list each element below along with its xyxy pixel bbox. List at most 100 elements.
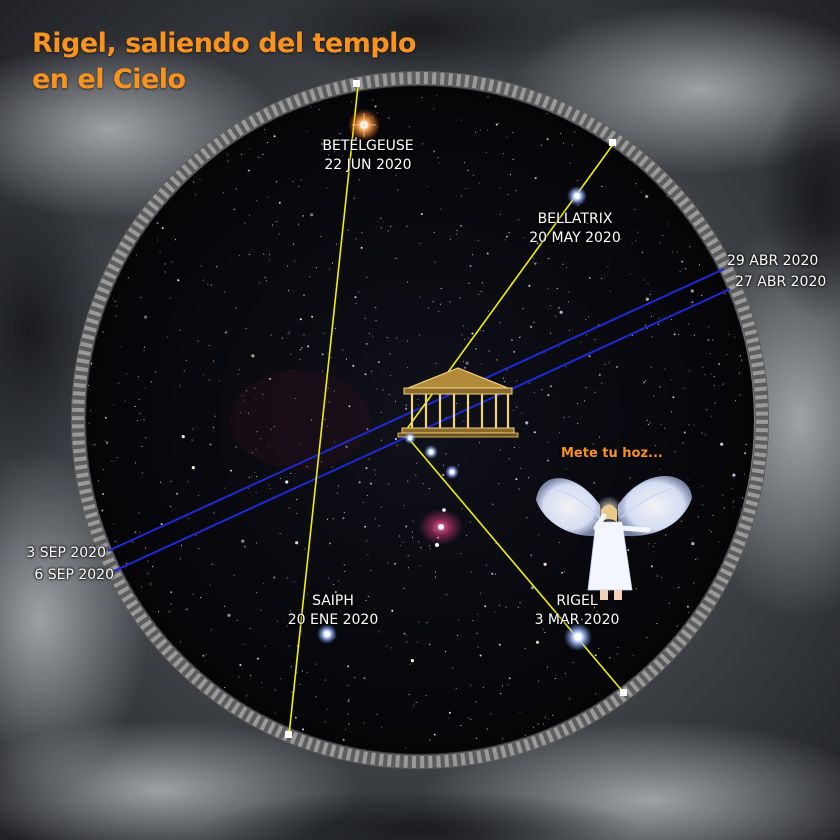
background-star <box>515 190 517 192</box>
background-star <box>193 181 195 183</box>
background-star <box>139 531 141 533</box>
background-star <box>629 477 631 479</box>
background-star <box>337 485 340 487</box>
background-star <box>388 117 390 119</box>
background-star <box>546 138 549 141</box>
background-star <box>291 691 293 693</box>
background-star <box>246 390 248 392</box>
background-star <box>490 713 492 715</box>
background-star <box>452 667 454 669</box>
background-star <box>227 160 229 162</box>
background-star <box>409 663 411 665</box>
background-star <box>363 677 366 680</box>
label-saiph: SAIPH 20 ENE 2020 <box>268 592 398 630</box>
background-star <box>134 531 137 534</box>
background-star <box>334 327 336 329</box>
background-star <box>660 577 663 579</box>
background-star <box>405 404 407 406</box>
background-star <box>290 665 293 668</box>
background-star <box>689 370 691 372</box>
background-star <box>645 380 647 382</box>
background-star <box>477 646 479 648</box>
background-star <box>702 503 704 506</box>
background-star <box>609 290 611 292</box>
background-star <box>474 131 477 133</box>
background-star <box>558 432 560 434</box>
background-star <box>497 122 499 124</box>
background-star <box>135 462 137 464</box>
background-star <box>306 130 308 132</box>
background-star <box>294 260 296 262</box>
background-star <box>311 315 314 318</box>
background-star <box>593 213 595 215</box>
background-star <box>331 262 334 264</box>
background-star <box>304 548 306 550</box>
background-star <box>114 540 116 543</box>
background-star <box>145 547 147 549</box>
background-star <box>395 257 397 260</box>
background-star <box>642 251 644 254</box>
background-star <box>587 316 589 318</box>
background-star <box>285 480 289 484</box>
background-star <box>469 521 471 523</box>
background-star <box>370 370 373 372</box>
background-star <box>382 389 384 391</box>
background-star <box>214 415 216 417</box>
background-star <box>295 541 299 545</box>
background-star <box>278 201 281 204</box>
background-star <box>426 622 428 624</box>
background-star <box>179 385 181 387</box>
background-star <box>274 712 276 714</box>
background-star <box>580 618 583 621</box>
background-star <box>657 324 659 326</box>
background-star <box>508 677 511 680</box>
background-star <box>547 394 550 397</box>
background-star <box>239 412 242 414</box>
background-star <box>202 279 205 281</box>
background-star <box>299 683 301 686</box>
background-star <box>191 466 195 470</box>
background-star <box>668 223 670 225</box>
background-star <box>202 654 205 657</box>
label-betelgeuse: BETELGEUSE 22 JUN 2020 <box>302 137 434 175</box>
background-star <box>671 251 673 253</box>
background-star <box>632 655 634 657</box>
background-star <box>604 222 606 224</box>
background-star <box>279 532 281 535</box>
bellatrix-date: 20 MAY 2020 <box>529 230 621 246</box>
background-star <box>307 345 310 348</box>
background-star <box>179 329 181 331</box>
background-star <box>333 441 335 443</box>
background-star <box>562 263 564 265</box>
label-29-abr: 29 ABR 2020 <box>727 253 819 269</box>
background-star <box>412 520 414 522</box>
background-star <box>662 235 664 237</box>
rigel-name: RIGEL <box>556 593 598 609</box>
background-star <box>649 422 651 424</box>
background-star <box>290 472 292 475</box>
background-star <box>580 341 582 343</box>
background-star <box>288 331 291 333</box>
background-star <box>368 458 370 460</box>
background-star <box>240 153 242 156</box>
background-star <box>429 548 431 550</box>
background-star <box>560 571 563 574</box>
background-star <box>649 294 651 296</box>
background-star <box>650 565 653 568</box>
background-star <box>287 265 289 267</box>
background-star <box>270 428 272 430</box>
background-star <box>366 276 368 278</box>
star-field <box>86 86 754 754</box>
background-star <box>516 406 518 408</box>
background-star <box>512 159 514 161</box>
background-star <box>678 586 680 588</box>
background-star <box>513 446 515 449</box>
background-star <box>467 169 469 171</box>
background-star <box>102 468 105 471</box>
background-star <box>410 659 414 663</box>
background-star <box>264 645 266 647</box>
background-star <box>530 325 533 328</box>
background-star <box>713 376 715 378</box>
background-star <box>224 687 226 689</box>
